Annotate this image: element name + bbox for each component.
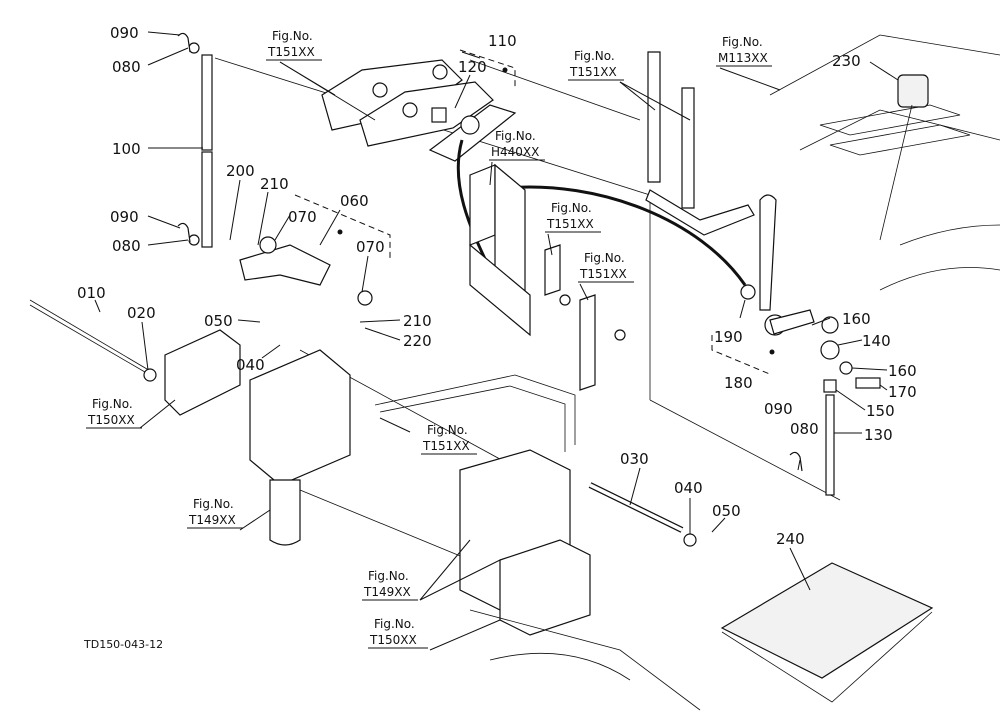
callout-040: 040 <box>674 479 703 497</box>
figure-ref-number: T151XX <box>579 267 627 281</box>
callout-100: 100 <box>112 140 141 158</box>
figure-ref: Fig.No. T151XX <box>545 201 601 233</box>
lever-arm-110 <box>428 49 517 162</box>
figure-ref-number: T151XX <box>267 45 315 59</box>
callout-240: 240 <box>776 530 805 548</box>
figure-ref-label: Fig.No. <box>272 29 313 43</box>
figure-ref-leaders <box>139 61 781 651</box>
arm-060 <box>239 194 391 306</box>
figure-ref-label: Fig.No. <box>551 201 592 215</box>
figure-ref-label: Fig.No. <box>584 251 625 265</box>
callout-070: 070 <box>356 238 385 256</box>
figure-ref-label: Fig.No. <box>193 497 234 511</box>
figure-ref-number: T149XX <box>188 513 236 527</box>
callout-060: 060 <box>340 192 369 210</box>
rod-hardware <box>789 316 881 496</box>
figure-ref: Fig.No. T151XX <box>421 423 477 455</box>
valve-block-left <box>29 299 351 546</box>
figure-ref: Fig.No. T151XX <box>266 29 322 61</box>
callout-140: 140 <box>862 332 891 350</box>
callout-050: 050 <box>712 502 741 520</box>
callout-090: 090 <box>110 208 139 226</box>
figure-ref-label: Fig.No. <box>92 397 133 411</box>
callout-190: 190 <box>714 328 743 346</box>
callout-020: 020 <box>127 304 156 322</box>
callout-040: 040 <box>236 356 265 374</box>
callouts: 090 080 100 090 080 200 210 060 070 070 … <box>77 24 917 548</box>
callout-090: 090 <box>764 400 793 418</box>
figure-ref-label: Fig.No. <box>427 423 468 437</box>
callout-160: 160 <box>888 362 917 380</box>
figure-ref: Fig.No. T149XX <box>362 569 418 601</box>
figure-ref-label: Fig.No. <box>368 569 409 583</box>
figure-ref: Fig.No. M113XX <box>716 35 772 67</box>
callout-120: 120 <box>458 58 487 76</box>
figure-ref-number: H440XX <box>491 145 539 159</box>
shaft-030 <box>588 482 697 547</box>
callout-230: 230 <box>832 52 861 70</box>
callout-180: 180 <box>724 374 753 392</box>
figure-ref: Fig.No. T151XX <box>568 49 624 81</box>
drawing-code: TD150-043-12 <box>83 638 163 651</box>
figure-ref-label: Fig.No. <box>495 129 536 143</box>
group-brackets <box>337 67 775 376</box>
figure-ref-number: T151XX <box>546 217 594 231</box>
figure-ref-number: T151XX <box>422 439 470 453</box>
callout-210: 210 <box>403 312 432 330</box>
figure-ref-label: Fig.No. <box>722 35 763 49</box>
callout-110: 110 <box>488 32 517 50</box>
callout-070: 070 <box>288 208 317 226</box>
callout-210: 210 <box>260 175 289 193</box>
callout-050: 050 <box>204 312 233 330</box>
callout-160: 160 <box>842 310 871 328</box>
operator-manual <box>720 562 934 703</box>
callout-090: 090 <box>110 24 139 42</box>
link-rod-100 <box>177 32 213 248</box>
figure-ref-number: T150XX <box>369 633 417 647</box>
figure-ref-number: T150XX <box>87 413 135 427</box>
callout-170: 170 <box>888 383 917 401</box>
valve-stack-center <box>374 374 701 711</box>
callout-030: 030 <box>620 450 649 468</box>
figure-ref: Fig.No. T150XX <box>86 397 142 429</box>
figure-ref-number: T151XX <box>569 65 617 79</box>
callout-080: 080 <box>790 420 819 438</box>
figure-ref: Fig.No. H440XX <box>489 129 545 161</box>
leader-lines <box>94 31 899 591</box>
bracket-assembly <box>469 163 626 391</box>
callout-150: 150 <box>866 402 895 420</box>
figure-ref-number: M113XX <box>718 51 768 65</box>
figure-ref: Fig.No. T150XX <box>368 617 428 649</box>
figure-ref: Fig.No. T151XX <box>578 251 634 283</box>
callout-220: 220 <box>403 332 432 350</box>
figure-ref: Fig.No. T149XX <box>187 497 243 529</box>
callout-200: 200 <box>226 162 255 180</box>
callout-080: 080 <box>112 237 141 255</box>
figure-ref-number: T149XX <box>363 585 411 599</box>
callout-080: 080 <box>112 58 141 76</box>
dashboard-panel <box>769 34 1000 291</box>
callout-010: 010 <box>77 284 106 302</box>
figure-ref-label: Fig.No. <box>374 617 415 631</box>
figure-ref-label: Fig.No. <box>574 49 615 63</box>
control-levers <box>645 51 815 336</box>
figure-references: Fig.No. T151XX Fig.No. T151XX Fig.No. M1… <box>86 29 772 649</box>
callout-130: 130 <box>864 426 893 444</box>
